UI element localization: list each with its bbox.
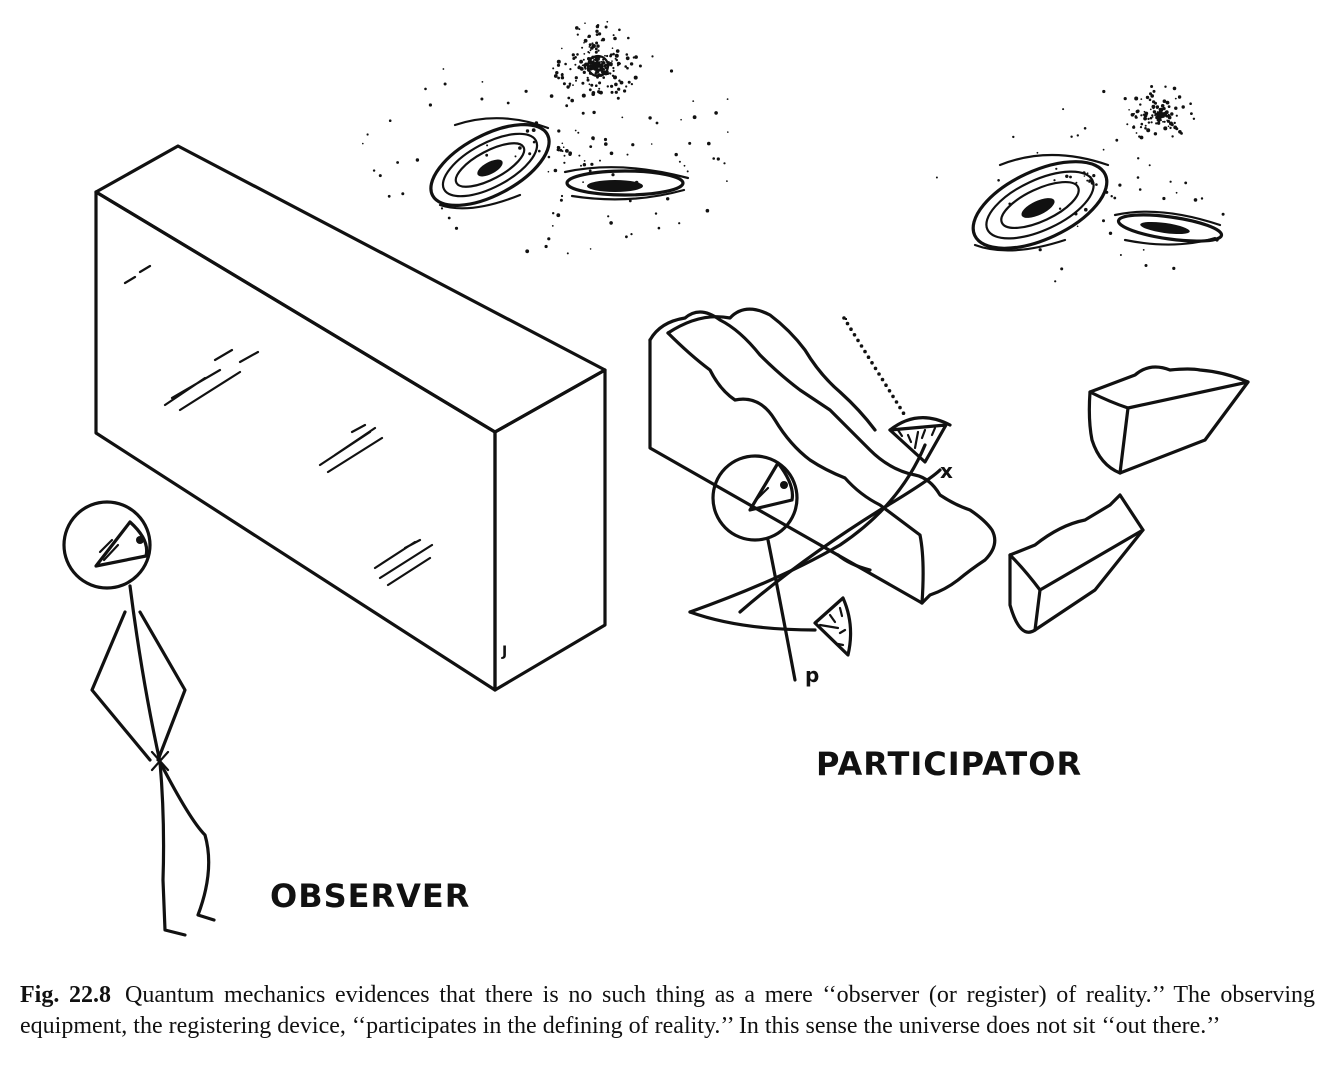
galaxy-cluster-right	[935, 85, 1225, 283]
position-label: x	[940, 459, 953, 483]
participator-arm-x	[688, 443, 927, 614]
glass-reflection-marks	[123, 264, 434, 587]
participator-label: PARTICIPATOR	[816, 745, 1082, 783]
elliptical-galaxy	[553, 20, 642, 103]
spiral-galaxy	[971, 153, 1110, 252]
eye-icon	[94, 520, 149, 568]
participator-arm-p	[688, 610, 817, 632]
participator-body	[766, 538, 797, 682]
observer-left-leg	[158, 760, 187, 937]
block-fragment	[1008, 493, 1145, 634]
galaxy-cluster-left	[362, 20, 729, 255]
spiral-galaxy	[1113, 210, 1224, 246]
eye-icon	[748, 461, 795, 512]
corner-mark-label: J	[501, 644, 507, 660]
observer-figure	[62, 500, 216, 937]
momentum-meter: p	[805, 596, 853, 687]
block-fragment	[1087, 365, 1250, 475]
glass-block: J	[94, 144, 607, 692]
participator-figure	[688, 443, 942, 682]
observer-label: OBSERVER	[270, 877, 470, 915]
participator-head	[711, 454, 799, 542]
spiral-galaxy	[563, 166, 690, 201]
elliptical-galaxy	[1126, 85, 1196, 140]
observer-head	[62, 500, 152, 590]
observer-right-leg	[158, 760, 216, 922]
spiral-galaxy	[429, 117, 551, 210]
illustration: J	[62, 20, 1250, 937]
observer-left-arm	[90, 610, 152, 762]
observer-right-arm	[138, 610, 187, 762]
caption-text: Quantum mechanics evidences that there i…	[20, 982, 1316, 1039]
momentum-label: p	[805, 663, 819, 687]
figure-number: Fig. 22.8	[20, 982, 112, 1008]
observer-body	[128, 584, 162, 764]
broken-block	[648, 307, 997, 605]
position-meter: x	[842, 316, 953, 483]
